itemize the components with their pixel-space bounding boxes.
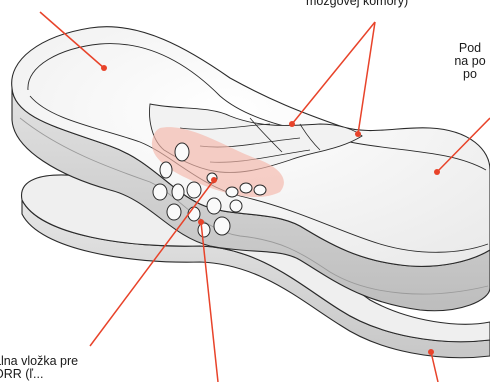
- label-bottom-left-line-2: ORR (ľ...: [0, 368, 78, 381]
- label-top-right-line-1: mozgovej komory): [306, 0, 408, 8]
- label-right-line-3: po: [430, 68, 490, 81]
- label-right: Pod na po po: [430, 42, 490, 81]
- leader-dot-cradle-2: [355, 131, 361, 137]
- label-right-line-2: na po: [430, 55, 490, 68]
- leader-dot-cradle-1: [289, 121, 295, 127]
- leader-dot-insert: [211, 177, 217, 183]
- leader-dot-base: [428, 349, 434, 355]
- leader-dot-holes: [198, 219, 204, 225]
- label-bottom-left: álna vložka pre ORR (ľ...: [0, 355, 78, 381]
- label-top-right: mozgovej komory): [306, 0, 408, 8]
- leader-dot-top-left: [101, 65, 107, 71]
- leader-dot-right: [434, 169, 440, 175]
